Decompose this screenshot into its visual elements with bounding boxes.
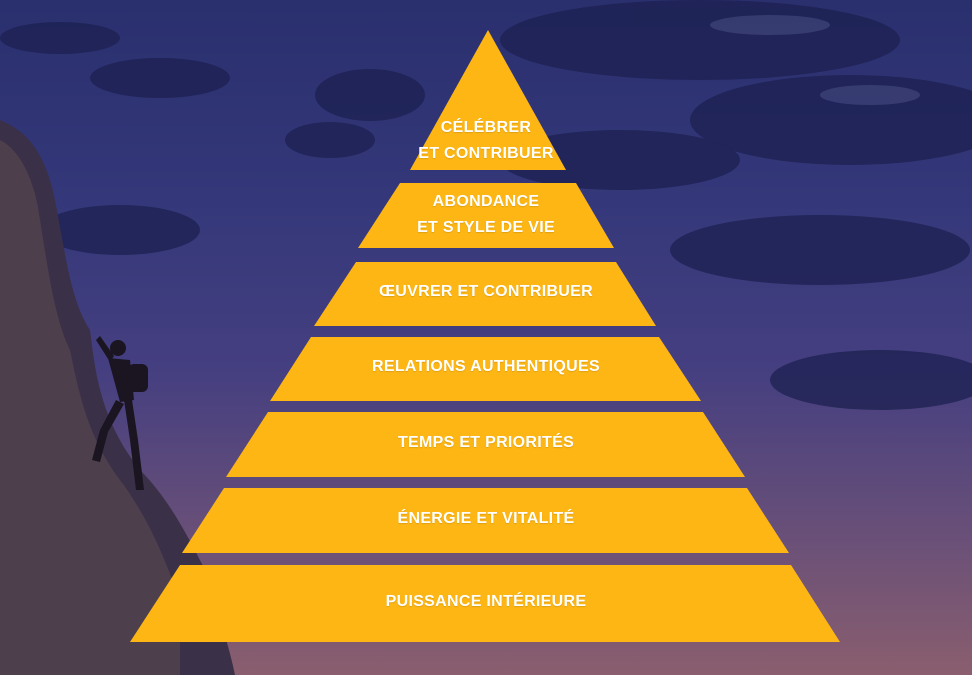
- layer-6-line-1: ÉNERGIE ET VITALITÉ: [397, 510, 575, 527]
- pyramid-layer-6-shape: [182, 488, 789, 553]
- pyramid: [130, 30, 840, 642]
- pyramid-layer-4-label: RELATIONS AUTHENTIQUES: [0, 354, 972, 380]
- layer-2-line-2: ET STYLE DE VIE: [417, 219, 555, 236]
- pyramid-layer-4-shape: [270, 337, 701, 401]
- cliff-face: [0, 140, 180, 675]
- pyramid-layer-1-shape: [410, 30, 566, 170]
- layer-4-line-1: RELATIONS AUTHENTIQUES: [372, 358, 600, 375]
- layer-3-line-1: ŒUVRER ET CONTRIBUER: [378, 283, 593, 300]
- pyramid-layer-7-label: PUISSANCE INTÉRIEURE: [0, 589, 972, 615]
- cloud-highlights: [710, 15, 920, 105]
- layer-1-line-2: ET CONTRIBUER: [418, 145, 554, 162]
- layer-2-line-1: ABONDANCE: [432, 193, 540, 210]
- pyramid-layer-7-shape: [130, 565, 840, 642]
- layer-1-line-1: CÉLÉBRER: [440, 119, 532, 136]
- pyramid-layer-5-shape: [226, 412, 745, 477]
- layer-7-line-1: PUISSANCE INTÉRIEURE: [385, 593, 587, 610]
- pyramid-layer-3-label: ŒUVRER ET CONTRIBUER: [0, 279, 972, 305]
- pyramid-layer-1-label: CÉLÉBRER ET CONTRIBUER: [0, 115, 972, 167]
- pyramid-layer-3-shape: [314, 262, 656, 326]
- layer-5-line-1: TEMPS ET PRIORITÉS: [397, 434, 575, 451]
- pyramid-layer-6-label: ÉNERGIE ET VITALITÉ: [0, 506, 972, 532]
- pyramid-layer-2-shape: [358, 183, 614, 248]
- pyramid-layer-5-label: TEMPS ET PRIORITÉS: [0, 430, 972, 456]
- pyramid-layer-2-label: ABONDANCE ET STYLE DE VIE: [0, 189, 972, 241]
- climber-silhouette: [92, 336, 148, 490]
- clouds: [0, 0, 972, 410]
